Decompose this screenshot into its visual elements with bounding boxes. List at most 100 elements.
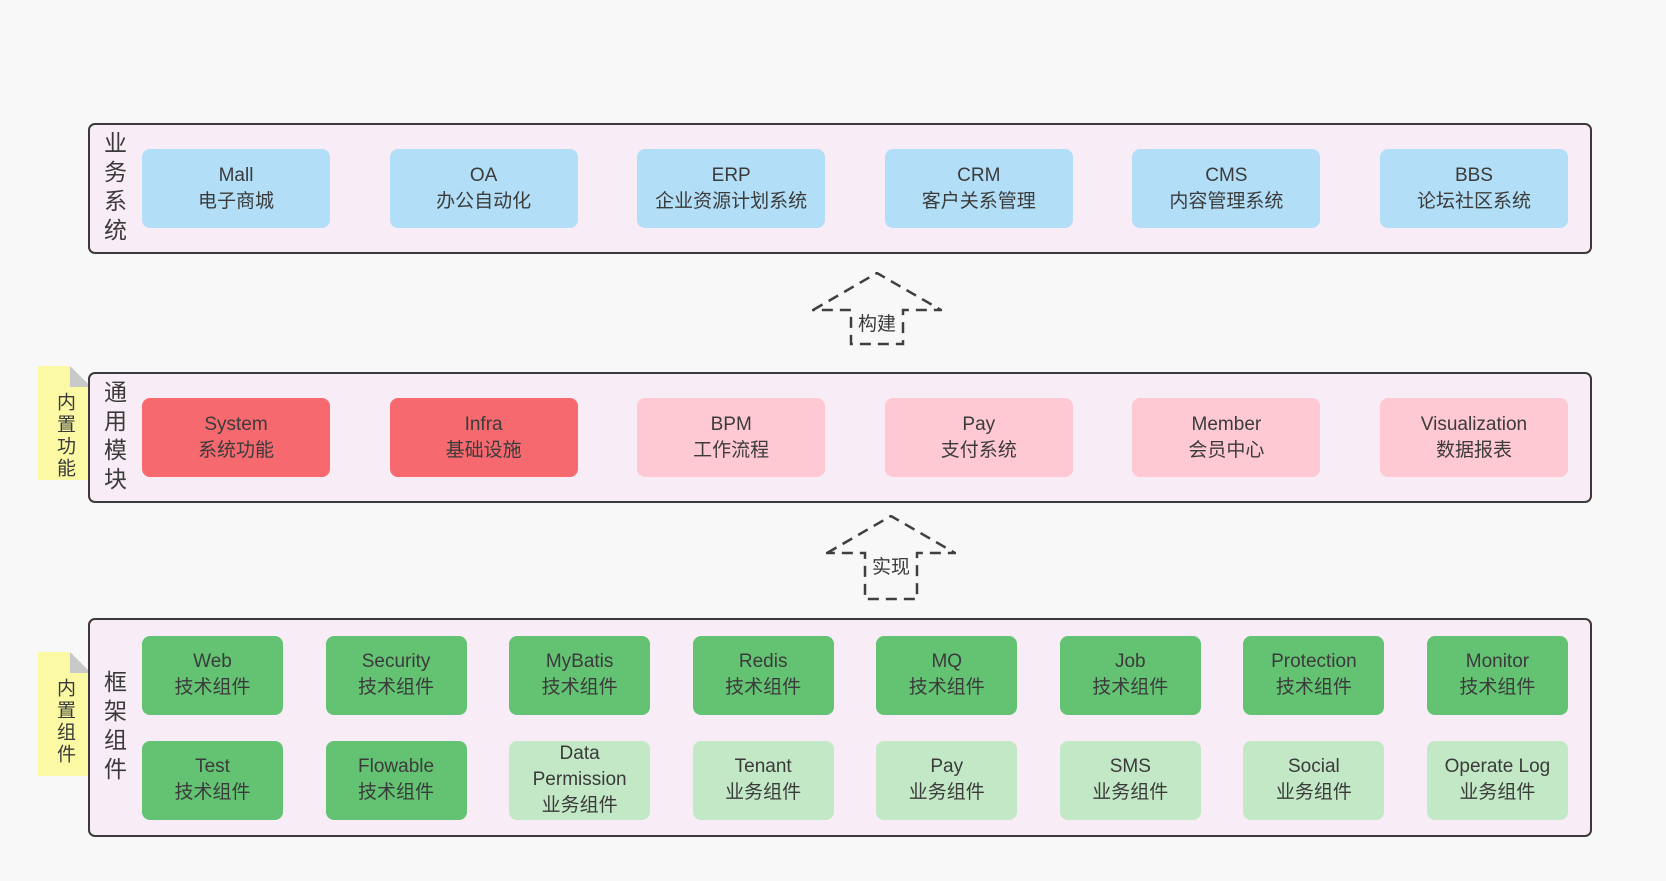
sticky-note-label: 内置功能 (54, 392, 75, 480)
panel-common-modules-label: 通用模块 (100, 379, 127, 496)
box-subtitle: 技术组件 (174, 782, 251, 803)
panel-business-systems-label: 业务系统 (100, 130, 127, 247)
side-label-column: 通用模块 (90, 374, 136, 501)
implement-arrow: 实现 (826, 515, 956, 601)
box-subtitle: 技术组件 (1275, 677, 1352, 698)
box-subtitle: 技术组件 (358, 782, 435, 803)
box-title: Social (1288, 756, 1340, 777)
box-data-permission: Data Permission 业务组件 (509, 740, 651, 820)
box-subtitle: 业务组件 (908, 782, 985, 803)
box-mall: Mall 电子商城 (142, 149, 330, 228)
box-title: Data Permission (532, 743, 627, 790)
box-title: Infra (464, 413, 503, 435)
box-subtitle: 支付系统 (940, 439, 1017, 461)
box-flowable: Flowable 技术组件 (325, 740, 467, 820)
box-subtitle: 业务组件 (725, 782, 802, 803)
panel-framework-components-label: 框架组件 (100, 669, 127, 786)
box-pay: Pay 业务组件 (876, 740, 1018, 820)
sticky-note-builtin-features: 内置功能 (38, 366, 91, 480)
box-subtitle: 业务组件 (1092, 782, 1169, 803)
box-subtitle: 系统功能 (197, 439, 274, 461)
dashed-up-arrow-icon (812, 272, 942, 346)
box-title: CMS (1205, 164, 1248, 186)
box-oa: OA 办公自动化 (389, 149, 578, 228)
box-tenant: Tenant 业务组件 (692, 740, 834, 820)
build-arrow-label: 构建 (852, 308, 902, 337)
box-subtitle: 业务组件 (1459, 782, 1536, 803)
box-redis: Redis 技术组件 (692, 635, 834, 715)
sticky-note-builtin-components: 内置组件 (38, 652, 91, 776)
box-subtitle: 内容管理系统 (1169, 190, 1284, 212)
box-title: Operate Log (1444, 756, 1551, 777)
box-pay: Pay 支付系统 (884, 398, 1073, 477)
box-title: ERP (711, 164, 751, 186)
box-title: Pay (930, 756, 964, 777)
side-label-column: 业务系统 (90, 125, 136, 252)
box-bbs: BBS 论坛社区系统 (1379, 149, 1568, 228)
box-subtitle: 技术组件 (1092, 677, 1169, 698)
box-title: MyBatis (545, 651, 614, 672)
box-title: BBS (1454, 164, 1493, 186)
box-security: Security 技术组件 (325, 635, 467, 715)
box-title: Visualization (1420, 413, 1528, 435)
box-title: Protection (1271, 651, 1357, 672)
sticky-note-label: 内置组件 (54, 678, 75, 766)
box-title: Pay (962, 413, 996, 435)
box-title: System (204, 413, 268, 435)
box-subtitle: 技术组件 (541, 677, 618, 698)
box-title: Job (1114, 651, 1146, 672)
box-subtitle: 技术组件 (908, 677, 985, 698)
box-title: Member (1191, 413, 1262, 435)
box-subtitle: 技术组件 (725, 677, 802, 698)
box-subtitle: 业务组件 (541, 795, 618, 816)
box-subtitle: 技术组件 (1459, 677, 1536, 698)
box-title: Web (193, 651, 232, 672)
build-arrow: 构建 (812, 272, 942, 346)
box-title: Redis (738, 651, 788, 672)
box-protection: Protection 技术组件 (1243, 635, 1385, 715)
box-subtitle: 办公自动化 (436, 190, 532, 212)
box-title: Mall (218, 164, 254, 186)
folded-corner-icon (70, 652, 91, 673)
box-visualization: Visualization 数据报表 (1379, 398, 1568, 477)
box-subtitle: 会员中心 (1188, 439, 1265, 461)
box-title: Tenant (734, 756, 792, 777)
box-title: BPM (710, 413, 752, 435)
box-title: Monitor (1465, 651, 1530, 672)
box-subtitle: 技术组件 (358, 677, 435, 698)
implement-arrow-label: 实现 (866, 551, 916, 580)
box-title: Test (195, 756, 230, 777)
box-web: Web 技术组件 (142, 635, 283, 715)
box-title: OA (469, 164, 498, 186)
dashed-up-arrow-icon (826, 515, 956, 601)
box-subtitle: 技术组件 (174, 677, 251, 698)
side-label-column: 框架组件 (90, 620, 136, 835)
box-subtitle: 数据报表 (1435, 439, 1512, 461)
box-monitor: Monitor 技术组件 (1426, 635, 1568, 715)
box-subtitle: 电子商城 (197, 190, 274, 212)
box-subtitle: 基础设施 (445, 439, 522, 461)
box-cms: CMS 内容管理系统 (1132, 149, 1321, 228)
box-mybatis: MyBatis 技术组件 (509, 635, 651, 715)
box-title: Security (361, 651, 431, 672)
box-title: Flowable (358, 756, 435, 777)
box-job: Job 技术组件 (1059, 635, 1201, 715)
box-subtitle: 论坛社区系统 (1416, 190, 1531, 212)
